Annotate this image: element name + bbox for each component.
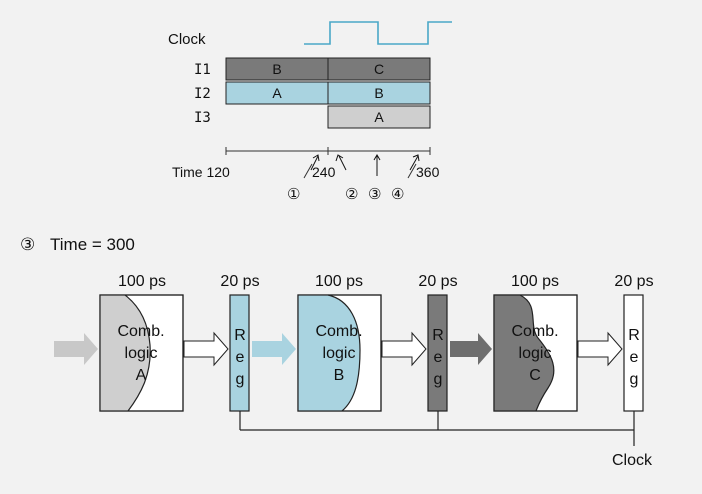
logic-c-line3: C [529, 367, 541, 384]
i3-segment-2-text: A [374, 109, 384, 125]
blue-arrow [252, 333, 296, 365]
clock-label: Clock [168, 31, 206, 48]
t240-slash [303, 163, 313, 179]
i1-segment-1-text: B [272, 61, 281, 77]
reg2-e: e [434, 349, 443, 366]
comb-logic-a: Comb. logic A [99, 294, 184, 412]
logic-c-line2: logic [519, 345, 552, 362]
dark-arrow [450, 333, 492, 365]
logic-b-line1: Comb. [315, 323, 362, 340]
time-axis-label: Time 120 [172, 164, 230, 180]
reg1-g: g [236, 371, 245, 388]
reg3-r: R [628, 327, 640, 344]
reg1-e: e [236, 349, 245, 366]
time-pointers [310, 154, 420, 176]
row-label-i2: I2 [194, 86, 211, 102]
comb-logic-b: Comb. logic B [297, 294, 382, 412]
marker-1: ① [287, 186, 300, 203]
time-axis [225, 147, 431, 155]
reg3-g: g [630, 371, 639, 388]
t360-label: 360 [416, 164, 440, 180]
clock-waveform [304, 21, 452, 45]
i1-segment-2-text: C [374, 61, 384, 77]
reg3-e: e [630, 349, 639, 366]
logic-a-line3: A [136, 367, 147, 384]
i3-segment-2 [327, 105, 431, 129]
row-label-i3: I3 [194, 110, 211, 126]
i1-segment-2 [327, 57, 431, 81]
delay-label-logic-a: 100 ps [118, 273, 166, 290]
marker-4: ④ [391, 186, 404, 203]
hollow-arrow-2 [381, 331, 427, 367]
t360-slash [407, 163, 417, 179]
delay-label-reg-2: 20 ps [418, 273, 457, 290]
clock-wire [239, 411, 635, 446]
logic-b-line3: B [334, 367, 345, 384]
logic-a-line1: Comb. [117, 323, 164, 340]
i2-segment-2-text: B [374, 85, 383, 101]
i2-segment-2 [327, 81, 431, 105]
delay-label-logic-c: 100 ps [511, 273, 559, 290]
caption-text: Time = 300 [50, 235, 135, 254]
delay-label-logic-b: 100 ps [315, 273, 363, 290]
marker-3: ③ [368, 186, 381, 203]
input-arrow [54, 333, 98, 365]
i2-segment-1-text: A [272, 85, 282, 101]
logic-b-line2: logic [323, 345, 356, 362]
hollow-arrow-3 [577, 331, 623, 367]
pipeline-clock-label: Clock [612, 452, 653, 469]
delay-label-reg-3: 20 ps [614, 273, 653, 290]
pipeline: 100 ps 20 ps 100 ps 20 ps 100 ps 20 ps C… [54, 273, 654, 469]
register-3: R e g [623, 294, 644, 412]
caption-marker: ③ [20, 235, 35, 254]
comb-logic-c: Comb. logic C [493, 294, 578, 412]
t240-label: 240 [312, 164, 336, 180]
register-1: R e g [229, 294, 250, 412]
marker-2: ② [345, 186, 358, 203]
timing-diagram: Clock I1 I2 I3 B C A B A Time 120 240 [168, 21, 452, 203]
row-label-i1: I1 [194, 62, 211, 78]
delay-label-reg-1: 20 ps [220, 273, 259, 290]
reg2-r: R [432, 327, 444, 344]
logic-c-line1: Comb. [511, 323, 558, 340]
reg2-g: g [434, 371, 443, 388]
register-2: R e g [427, 294, 448, 412]
logic-a-line2: logic [125, 345, 158, 362]
hollow-arrow-1 [183, 331, 229, 367]
reg1-r: R [234, 327, 246, 344]
